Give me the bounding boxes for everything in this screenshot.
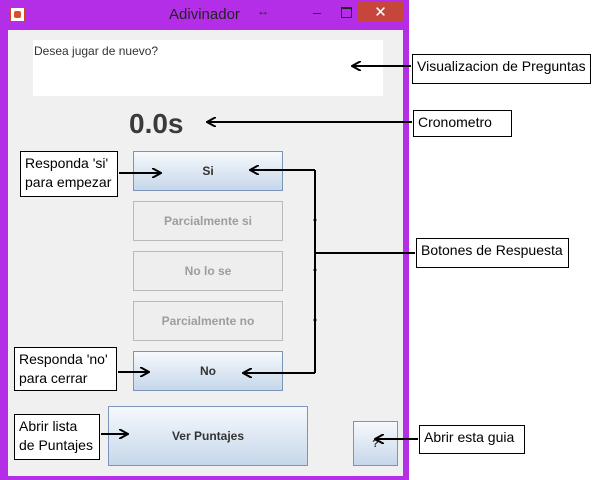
question-display: Desea jugar de nuevo? xyxy=(33,40,383,96)
close-button[interactable]: ✕ xyxy=(358,2,403,22)
maximize-icon xyxy=(340,6,352,18)
help-button[interactable]: ? xyxy=(353,421,398,466)
annotation-abrir-guia: Abrir esta guia xyxy=(419,425,525,454)
answer-no-lo-se-button[interactable]: No lo se xyxy=(133,251,283,291)
answer-parcialmente-no-button[interactable]: Parcialmente no xyxy=(133,301,283,341)
answer-parcialmente-si-button[interactable]: Parcialmente si xyxy=(133,201,283,241)
annotation-responda-si: Responda 'si' para empezar xyxy=(20,151,118,197)
window-title: Adivinador xyxy=(169,6,240,23)
java-app-icon[interactable] xyxy=(10,7,25,22)
bracket-tick-parcial-no xyxy=(313,318,317,322)
title-bar[interactable]: Adivinador ↔ – ✕ xyxy=(0,0,409,30)
timer-display: 0.0s xyxy=(129,108,184,139)
annotation-responda-no-line2: para cerrar xyxy=(19,370,88,386)
annotation-responda-no-line1: Responda 'no' xyxy=(19,351,108,367)
app-window: Adivinador ↔ – ✕ Desea jugar de nuevo? 0… xyxy=(0,0,409,480)
minimize-button[interactable]: – xyxy=(313,4,321,20)
maximize-button[interactable] xyxy=(334,2,358,22)
answer-no-button[interactable]: No xyxy=(133,351,283,391)
annotation-cronometro-text: Cronometro xyxy=(418,114,492,130)
annotation-responda-si-line2: para empezar xyxy=(25,174,112,190)
bracket-tick-parcial-si xyxy=(313,218,317,222)
annotation-abrir-lista-line2: de Puntajes xyxy=(19,437,93,453)
question-text: Desea jugar de nuevo? xyxy=(34,44,159,58)
client-area: Desea jugar de nuevo? 0.0s Si Parcialmen… xyxy=(8,30,403,476)
bracket-tick-no-lo-se xyxy=(313,268,317,272)
annotation-responda-no: Responda 'no' para cerrar xyxy=(14,347,117,391)
annotation-abrir-lista: Abrir lista de Puntajes xyxy=(14,414,100,460)
annotation-botones: Botones de Respuesta xyxy=(416,238,569,268)
ver-puntajes-button[interactable]: Ver Puntajes xyxy=(108,406,308,466)
annotation-visualizacion-text: Visualizacion de Preguntas xyxy=(417,58,586,74)
annotation-responda-si-line1: Responda 'si' xyxy=(25,155,109,171)
annotation-botones-text: Botones de Respuesta xyxy=(421,242,563,258)
annotation-visualizacion: Visualizacion de Preguntas xyxy=(412,54,591,84)
annotation-cronometro: Cronometro xyxy=(413,110,512,137)
resize-cursor-icon: ↔ xyxy=(257,4,269,18)
annotation-abrir-lista-line1: Abrir lista xyxy=(19,418,78,434)
annotation-abrir-guia-text: Abrir esta guia xyxy=(424,429,515,445)
